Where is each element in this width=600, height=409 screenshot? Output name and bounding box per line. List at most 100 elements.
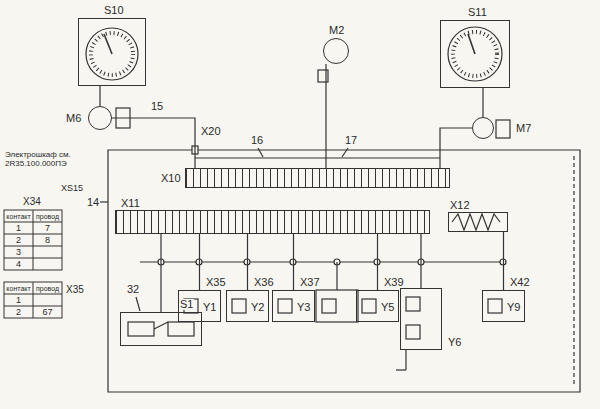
coil-box: X42Y9 (482, 290, 525, 322)
table-cell: 1 (4, 296, 33, 305)
table-line (4, 234, 62, 235)
table-title: X34 (22, 197, 42, 207)
coil-box: X35Y1 (178, 290, 221, 322)
wire-connector (503, 232, 504, 290)
coil-symbol (406, 297, 420, 311)
dial-ticks (91, 33, 133, 75)
device-name: Y3 (296, 302, 311, 313)
device-name: Y1 (202, 302, 217, 313)
dial-needle (468, 34, 475, 54)
coil-box: X36Y2 (226, 290, 269, 322)
wire-connector (325, 64, 326, 168)
node-label: X11 (120, 198, 141, 209)
leader-line (258, 148, 263, 157)
wire (336, 262, 337, 290)
table-line (4, 246, 62, 247)
node-label: X10 (160, 173, 182, 184)
switch-blade (154, 322, 168, 329)
leader-line (100, 201, 108, 202)
wire-connector (420, 234, 421, 288)
table-header: контакт (4, 213, 33, 220)
resistor-symbol (452, 214, 500, 230)
drawing-group (4, 27, 580, 392)
motor-circle: M2 (323, 38, 349, 64)
common-bus (140, 261, 505, 262)
node-label: X12 (449, 200, 471, 211)
switch-box: S10 (78, 18, 146, 86)
callout-number: 15 (150, 101, 164, 112)
table-cell: 2 (4, 236, 33, 245)
coil-symbol (322, 299, 336, 313)
callout-number: 14 (86, 197, 100, 208)
table-cell: 67 (33, 308, 62, 317)
table-header: контакт (4, 285, 33, 292)
dial-ticks (453, 32, 497, 76)
wire-bundle (195, 157, 440, 158)
bus-nodes (158, 259, 506, 265)
terminal-strip: X10 (185, 168, 450, 188)
leader-line (342, 148, 348, 157)
table-line (33, 282, 34, 318)
coil-box: Y6 (400, 288, 442, 350)
coil-box: X37Y3 (272, 290, 315, 322)
table-title: X35 (65, 285, 85, 295)
table-cell: 3 (4, 248, 33, 257)
table-line (4, 294, 62, 295)
wire-connector (160, 234, 161, 312)
note-text: Электрошкаф см. 2R35.100.000ПЭ (4, 150, 104, 168)
switch-box: S11 (440, 20, 510, 88)
connector-name: XS15 (60, 184, 84, 193)
wire (396, 369, 406, 370)
coil-symbol (406, 325, 420, 339)
device-name: Y9 (506, 302, 521, 313)
resistor-block: X12 (448, 212, 508, 232)
coil-symbol (232, 299, 246, 313)
coil-box (316, 290, 358, 322)
table-cell: 1 (4, 224, 33, 233)
coil-box: X39Y5 (356, 290, 399, 322)
table-line (4, 222, 62, 223)
wire-connector (440, 128, 472, 168)
device-name: Y2 (250, 302, 265, 313)
node-label: X36 (253, 277, 275, 288)
node-label: X35 (205, 277, 227, 288)
table-cell: 4 (4, 260, 33, 269)
terminal-box (496, 120, 510, 138)
node-label: X42 (509, 277, 531, 288)
switch-box: S1 (120, 312, 202, 346)
table-cell: 7 (33, 224, 62, 233)
contact-symbol (168, 322, 194, 336)
motor-circle: M7 (472, 117, 494, 139)
panel-inner-edge (573, 156, 574, 386)
node-label: X39 (383, 277, 405, 288)
motor-circle: M6 (88, 106, 112, 130)
table-header: провод (33, 285, 62, 292)
node-label: M2 (328, 25, 345, 36)
contact-symbol (128, 322, 154, 336)
coil-symbol (488, 299, 502, 313)
node-label: S10 (103, 5, 125, 16)
node-label: S11 (467, 7, 488, 18)
callout-number: 16 (250, 135, 264, 146)
dial-face (448, 27, 502, 81)
table-grid (4, 210, 62, 318)
table-cell: 8 (33, 236, 62, 245)
wire-connector (293, 234, 294, 290)
wire-connector (99, 86, 100, 106)
coil-symbol (278, 299, 292, 313)
wire-connector (199, 234, 200, 290)
table-line (4, 258, 62, 259)
dial-needle (104, 34, 112, 54)
device-name: Y5 (380, 302, 395, 313)
dial-face (86, 28, 138, 80)
wire-connector (247, 234, 248, 290)
panel-outline (108, 150, 580, 392)
callout-number: 32 (126, 284, 140, 295)
node-label: Y6 (447, 337, 462, 348)
callout-number: 17 (344, 135, 358, 146)
wire-connector (112, 118, 195, 168)
leader-line (136, 297, 140, 311)
terminal-strip: X11 (115, 210, 430, 234)
node-label: X37 (299, 277, 321, 288)
wire-connector (482, 88, 483, 117)
